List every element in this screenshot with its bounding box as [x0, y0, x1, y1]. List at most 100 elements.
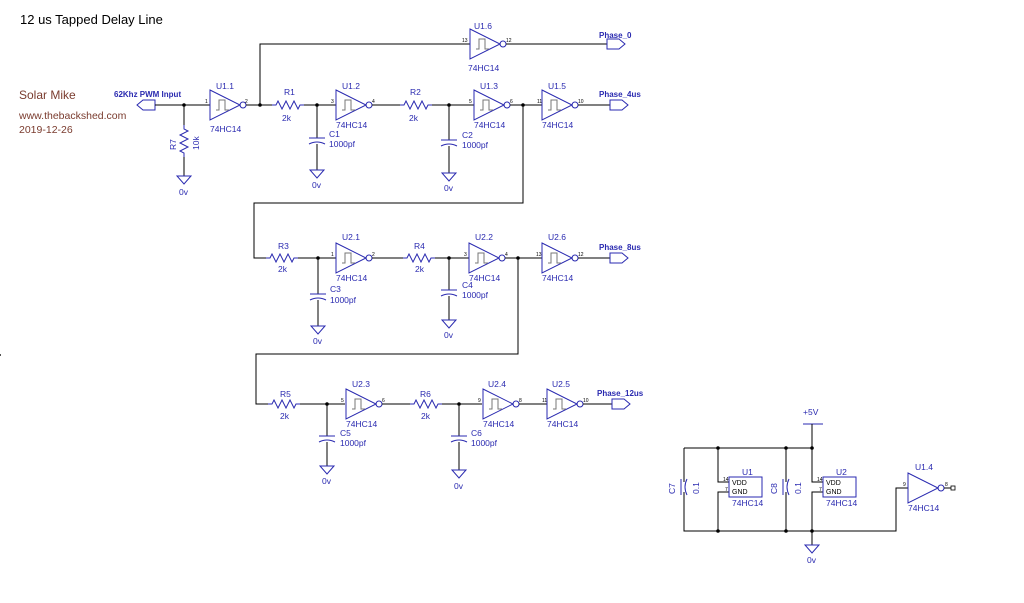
- pin-label: 11: [537, 99, 542, 105]
- u1-ic-part: 74HC14: [732, 498, 763, 508]
- r4-ref: R4: [414, 241, 425, 251]
- pin-label: 5: [469, 99, 472, 105]
- pin-label: 4: [372, 99, 375, 105]
- pin-label: 11: [542, 398, 547, 404]
- output-phase-0-label: Phase_0: [599, 31, 632, 40]
- u1-1-part: 74HC14: [210, 124, 241, 134]
- c5-ref: C5: [340, 428, 351, 438]
- pin-label: 9: [903, 482, 906, 488]
- u1-5-part: 74HC14: [542, 120, 573, 130]
- u2-3-part: 74HC14: [346, 419, 377, 429]
- capacitor-c1: [308, 137, 326, 145]
- ground-symbol: [441, 172, 457, 182]
- inverter-u1-2: [335, 89, 373, 121]
- ground-symbol: [309, 169, 325, 179]
- resistor-r1: [271, 100, 305, 110]
- vdd-label: VDD: [826, 480, 841, 487]
- inverter-u1-1: [209, 89, 247, 121]
- pin-label: 1: [205, 99, 208, 105]
- r6-ref: R6: [420, 389, 431, 399]
- gnd-label: GND: [732, 489, 748, 496]
- pin-label: 9: [478, 398, 481, 404]
- u2-1-ref: U2.1: [342, 232, 360, 242]
- u2-1-part: 74HC14: [336, 273, 367, 283]
- inverter-u1-4: [907, 472, 945, 504]
- inverter-u2-4: [482, 388, 520, 420]
- c2-value: 1000pf: [462, 140, 489, 150]
- c2-ref: C2: [462, 130, 473, 140]
- r7-ref: R7: [168, 139, 178, 150]
- output-port-phase-8us: [609, 252, 629, 264]
- c1-ref: C1: [329, 129, 340, 139]
- pin-label: 5: [341, 398, 344, 404]
- ground-label: 0v: [313, 336, 323, 346]
- pin-label: 2: [372, 252, 375, 258]
- c8-ref: C8: [769, 483, 779, 494]
- ground-label: 0v: [322, 476, 332, 486]
- ground-symbol: [804, 544, 820, 554]
- inverter-u1-3: [473, 89, 511, 121]
- output-phase-8us-label: Phase_8us: [599, 243, 641, 252]
- pin-label: 10: [583, 398, 589, 404]
- pin-label: 14: [817, 477, 823, 483]
- inverter-u1-5: [541, 89, 579, 121]
- capacitor-c3: [309, 293, 327, 301]
- ground-symbol: [176, 175, 192, 185]
- u1-4-part: 74HC14: [908, 503, 939, 513]
- capacitor-c6: [450, 435, 468, 443]
- pin-label: 12: [578, 252, 584, 258]
- capacitor-c2: [440, 139, 458, 147]
- capacitor-c4: [440, 289, 458, 297]
- inverter-u2-3: [345, 388, 383, 420]
- r2-ref: R2: [410, 87, 421, 97]
- input-port: [136, 99, 156, 111]
- ic-u1: [728, 476, 763, 498]
- resistor-r3: [265, 253, 299, 263]
- pin-label: 4: [505, 252, 508, 258]
- pin-label: 1: [331, 252, 334, 258]
- gnd-label: GND: [826, 489, 842, 496]
- u2-3-ref: U2.3: [352, 379, 370, 389]
- output-port-phase-0: [606, 38, 626, 50]
- inverter-u2-1: [335, 242, 373, 274]
- pin-label: 6: [382, 398, 385, 404]
- u2-6-ref: U2.6: [548, 232, 566, 242]
- c4-value: 1000pf: [462, 290, 489, 300]
- r1-value: 2k: [282, 113, 292, 123]
- c7-value: 0.1: [691, 482, 701, 494]
- u2-ic-part: 74HC14: [826, 498, 857, 508]
- inverter-u2-5: [546, 388, 584, 420]
- c3-value: 1000pf: [330, 295, 357, 305]
- inverter-u2-6: [541, 242, 579, 274]
- output-phase-12us-label: Phase_12us: [597, 389, 644, 398]
- edge-mark: [0, 354, 1, 356]
- ground-symbol: [441, 319, 457, 329]
- r5-value: 2k: [280, 411, 290, 421]
- u1-4-ref: U1.4: [915, 462, 933, 472]
- u2-ic-ref: U2: [836, 467, 847, 477]
- c5-value: 1000pf: [340, 438, 367, 448]
- resistor-r2: [399, 100, 433, 110]
- u2-4-part: 74HC14: [483, 419, 514, 429]
- u2-2-part: 74HC14: [469, 273, 500, 283]
- ground-label: 0v: [454, 481, 464, 491]
- pin-label: 8: [945, 482, 948, 488]
- pin-label: 12: [506, 38, 512, 44]
- c4-ref: C4: [462, 280, 473, 290]
- c8-value: 0.1: [793, 482, 803, 494]
- u2-4-ref: U2.4: [488, 379, 506, 389]
- u2-2-ref: U2.2: [475, 232, 493, 242]
- author-website: www.thebackshed.com: [18, 110, 127, 122]
- pin-label: 7: [819, 487, 822, 493]
- u1-ic-ref: U1: [742, 467, 753, 477]
- u1-6-part: 74HC14: [468, 63, 499, 73]
- output-phase-4us-label: Phase_4us: [599, 90, 641, 99]
- r3-value: 2k: [278, 264, 288, 274]
- ground-symbol: [451, 469, 467, 479]
- u1-2-ref: U1.2: [342, 81, 360, 91]
- c7-ref: C7: [667, 483, 677, 494]
- u2-6-part: 74HC14: [542, 273, 573, 283]
- resistor-r6: [409, 399, 443, 409]
- input-port-label: 62Khz PWM Input: [114, 90, 181, 99]
